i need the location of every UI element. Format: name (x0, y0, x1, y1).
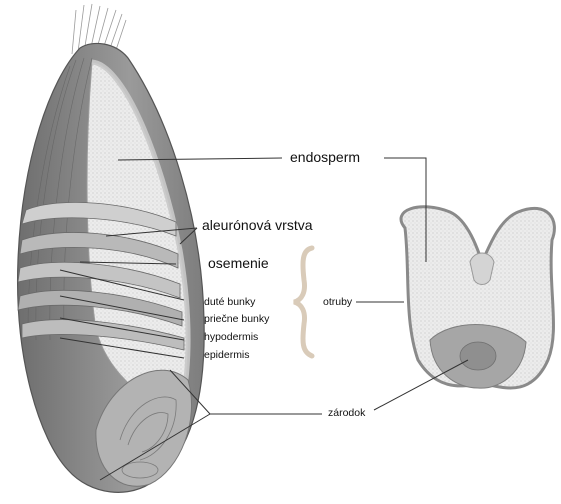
label-endosperm: endosperm (290, 150, 360, 164)
label-cross-cells: priečne bunky (204, 314, 269, 325)
label-seed-coat: osemenie (208, 256, 269, 270)
label-epidermis: epidermis (204, 350, 250, 361)
cross-section-crease (470, 253, 494, 285)
label-hypodermis: hypodermis (204, 332, 258, 343)
label-germ: zárodok (328, 408, 365, 419)
grain-cross-section (401, 207, 554, 388)
brace (294, 248, 312, 356)
label-aleurone-layer: aleurónová vrstva (202, 218, 313, 232)
label-hollow-cells: duté bunky (204, 297, 255, 308)
cross-section-germ-core (460, 342, 496, 370)
label-bran: otruby (323, 297, 352, 308)
grain-longitudinal-section (18, 4, 205, 492)
